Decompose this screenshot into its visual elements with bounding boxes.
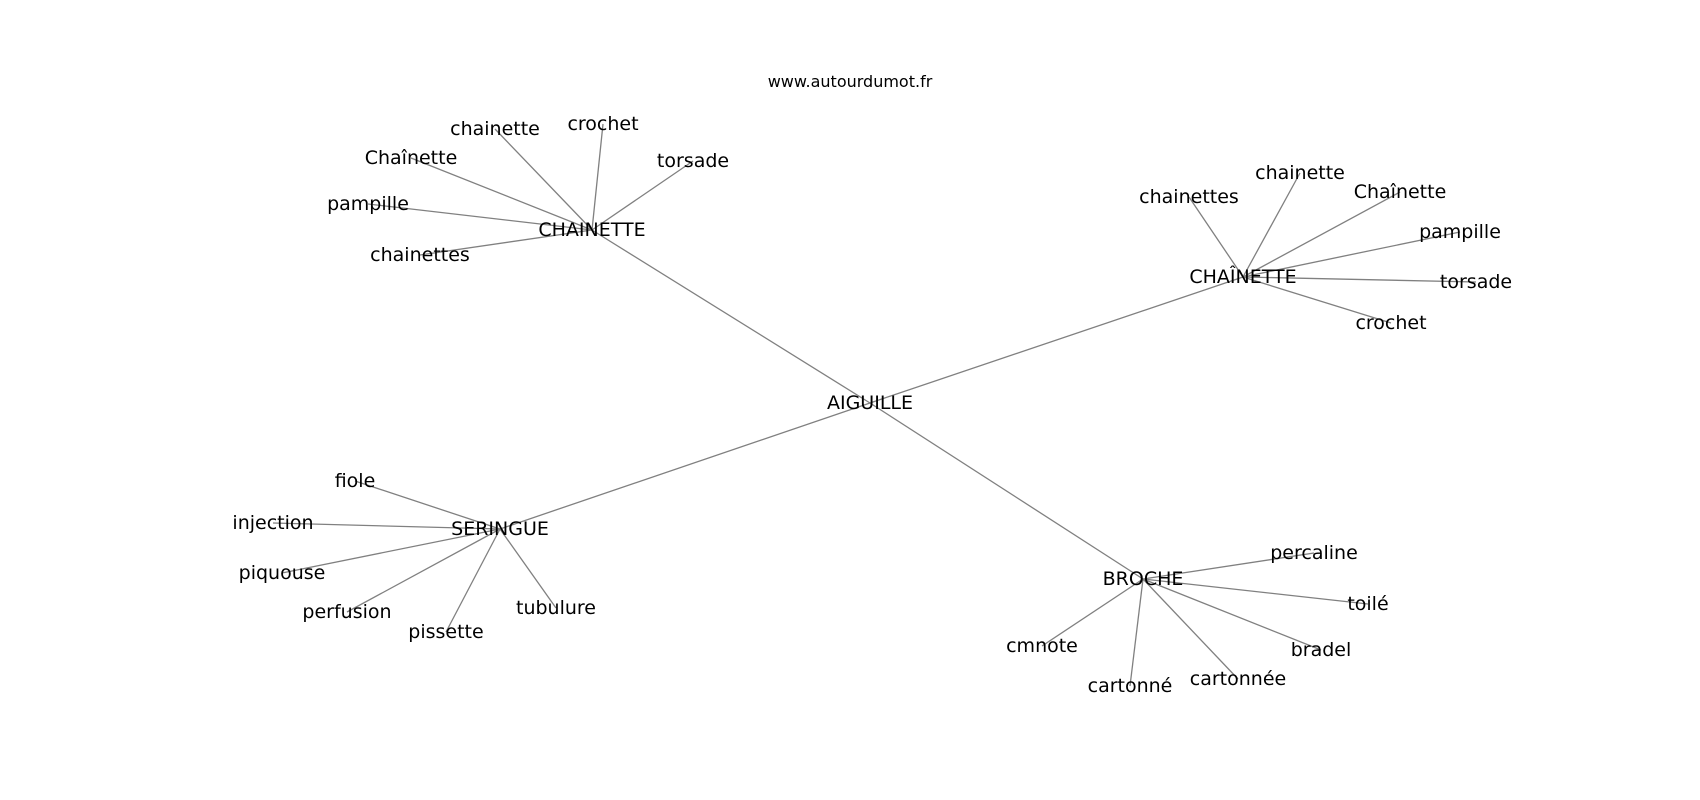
leaf-node-crochet: crochet [567, 113, 638, 135]
leaf-node-pampille: pampille [327, 193, 409, 215]
leaf-node-cartonne: cartonné [1088, 675, 1173, 697]
leaf-node-bradel: bradel [1291, 639, 1352, 661]
edge-chainette-chainettes [1188, 196, 1244, 278]
edge-chainette-pampille [367, 203, 593, 231]
leaf-node-pampille: pampille [1419, 221, 1501, 243]
edge-broche-cartonnee [1142, 578, 1239, 680]
leaf-node-torsade: torsade [1440, 271, 1512, 293]
leaf-node-cartonnee: cartonnée [1190, 668, 1286, 690]
graph-edges [272, 123, 1477, 687]
edge-chainette-torsade [1242, 276, 1477, 283]
edge-broche-percaline [1142, 552, 1315, 580]
edge-root-chainette [591, 229, 871, 404]
hub-node-seringue: SERINGUE [451, 518, 549, 540]
edge-chainette-chainette [1242, 191, 1401, 278]
leaf-node-chainette: Chaînette [1354, 181, 1447, 203]
edge-chainette-torsade [591, 160, 694, 231]
edge-root-broche [869, 402, 1144, 580]
hub-node-chainette: CHAÎNETTE [1189, 265, 1296, 288]
graph-labels: AIGUILLE CHAINETTE chainette crochet torsade… [232, 113, 1512, 697]
edge-root-seringue [499, 402, 871, 530]
edge-chainette-chainette [1242, 172, 1301, 278]
hub-node-broche: BROCHE [1103, 568, 1184, 590]
edge-broche-cmnote [1041, 578, 1144, 647]
edge-seringue-fiole [354, 480, 501, 530]
leaf-node-piquouse: piquouse [239, 562, 326, 584]
edge-seringue-pissette [445, 528, 501, 633]
edge-broche-toile [1142, 578, 1369, 605]
leaf-node-chainette: chainette [1255, 162, 1345, 184]
edge-seringue-injection [272, 522, 501, 530]
leaf-node-fiole: fiole [335, 470, 376, 492]
leaf-node-tubulure: tubulure [516, 597, 596, 619]
edge-chainette-chainette [494, 128, 593, 231]
leaf-node-chainette: Chaînette [365, 147, 458, 169]
leaf-node-percaline: percaline [1270, 542, 1358, 564]
leaf-node-injection: injection [232, 512, 313, 534]
edge-broche-bradel [1142, 578, 1322, 651]
hub-node-chainette: CHAINETTE [538, 219, 645, 241]
edge-seringue-perfusion [346, 528, 501, 613]
edge-root-chainette [869, 276, 1244, 404]
edge-broche-cartonne [1129, 578, 1144, 687]
leaf-node-toile: toilé [1347, 593, 1388, 615]
leaf-node-chainettes: chainettes [1139, 186, 1239, 208]
edge-seringue-tubulure [499, 528, 557, 609]
leaf-node-chainette: chainette [450, 118, 540, 140]
leaf-node-cmnote: cmnote [1006, 635, 1078, 657]
edge-chainette-chainettes [419, 229, 593, 256]
edge-seringue-piquouse [281, 528, 501, 574]
edge-chainette-pampille [1242, 231, 1461, 278]
leaf-node-crochet: crochet [1355, 312, 1426, 334]
leaf-node-chainettes: chainettes [370, 244, 470, 266]
edge-chainette-chainette [410, 157, 593, 231]
edge-chainette-crochet [1242, 276, 1392, 324]
site-url: www.autourdumot.fr [767, 72, 933, 91]
leaf-node-torsade: torsade [657, 150, 729, 172]
root-node-aiguille: AIGUILLE [827, 392, 913, 414]
leaf-node-perfusion: perfusion [302, 601, 391, 623]
edge-chainette-crochet [591, 123, 604, 231]
leaf-node-pissette: pissette [408, 621, 483, 643]
